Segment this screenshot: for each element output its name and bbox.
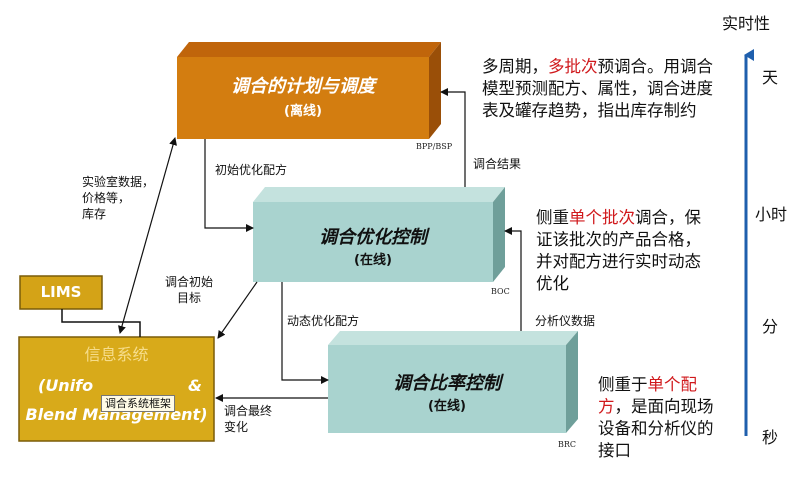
desc-optimization-post: 调合，保证该批次的产品合格，并对配方进行实时动态优化 xyxy=(536,208,701,293)
planning-code: BPP/BSP xyxy=(416,142,453,151)
optimization-title: 调合优化控制 xyxy=(319,227,427,248)
blend-target-line2: 目标 xyxy=(177,291,202,305)
info-line2: (Unifo xyxy=(38,376,94,395)
info-system-box xyxy=(18,336,215,442)
desc-ratio-pre: 侧重于 xyxy=(598,375,648,394)
desc-planning-red: 多批次 xyxy=(548,57,598,76)
arrow-blend-result xyxy=(440,88,466,187)
label-final-change: 调合最终 变化 xyxy=(224,405,272,433)
timescale-title: 实时性 xyxy=(722,14,771,33)
arrow-blend-target xyxy=(217,281,258,339)
optimization-box xyxy=(253,187,505,282)
label-dynamic-recipe: 动态优化配方 xyxy=(287,314,360,328)
planning-sub: (离线) xyxy=(284,104,322,119)
arrow-analyzer-data xyxy=(504,227,522,331)
arrow-lab-data xyxy=(118,137,177,334)
timescale-minute: 分 xyxy=(762,317,779,336)
desc-planning: 多周期，多批次预调合。用调合模型预测配方、属性，调合进度表及罐存趋势，指出库存制… xyxy=(482,56,714,122)
ratio-sub: (在线) xyxy=(428,399,466,414)
info-title: 信息系统 xyxy=(84,345,149,364)
lab-data-line3: 库存 xyxy=(82,207,107,221)
lab-data-line1: 实验室数据， xyxy=(82,175,155,189)
blend-target-line1: 调合初始 xyxy=(165,275,214,289)
optimization-code: BOC xyxy=(491,287,510,296)
lims-info-connector xyxy=(61,309,141,337)
info-line2-end: & xyxy=(188,376,202,395)
timescale-second: 秒 xyxy=(762,428,779,447)
framework-tooltip: 调合系统框架 xyxy=(101,395,175,412)
label-blend-result: 调合结果 xyxy=(473,157,522,171)
final-change-line1: 调合最终 xyxy=(224,404,273,418)
lims-label: LIMS xyxy=(40,283,82,301)
desc-optimization-pre: 侧重 xyxy=(536,208,569,227)
label-blend-target: 调合初始 目标 xyxy=(165,276,213,304)
timescale-hour: 小时 xyxy=(755,205,788,224)
label-analyzer-data: 分析仪数据 xyxy=(535,314,596,328)
ratio-title: 调合比率控制 xyxy=(393,373,501,394)
desc-planning-post: 预调合。用调合模型预测配方、属性，调合进度表及罐存趋势，指出库存制约 xyxy=(482,57,713,120)
planning-title: 调合的计划与调度 xyxy=(231,76,375,97)
label-lab-data: 实验室数据， 价格等， 库存 xyxy=(82,176,154,220)
desc-planning-pre: 多周期， xyxy=(482,57,548,76)
lims-box xyxy=(19,275,103,310)
arrow-dynamic-recipe xyxy=(281,282,329,384)
final-change-line2: 变化 xyxy=(224,420,249,434)
desc-optimization-red: 单个批次 xyxy=(569,208,635,227)
arrow-initial-recipe xyxy=(204,139,254,232)
desc-optimization: 侧重单个批次调合，保证该批次的产品合格，并对配方进行实时动态优化 xyxy=(536,207,704,295)
optimization-sub: (在线) xyxy=(354,253,392,268)
ratio-code: BRC xyxy=(558,440,577,449)
lab-data-line2: 价格等， xyxy=(82,191,131,205)
planning-box xyxy=(177,42,441,139)
label-initial-recipe: 初始优化配方 xyxy=(215,163,288,177)
desc-ratio-post: ，是面向现场设备和分析仪的接口 xyxy=(598,397,714,460)
desc-ratio: 侧重于单个配方，是面向现场设备和分析仪的接口 xyxy=(598,374,718,462)
timescale-day: 天 xyxy=(762,68,779,87)
ratio-box xyxy=(328,331,578,433)
desc-ratio-red: 单个配方 xyxy=(598,375,697,416)
